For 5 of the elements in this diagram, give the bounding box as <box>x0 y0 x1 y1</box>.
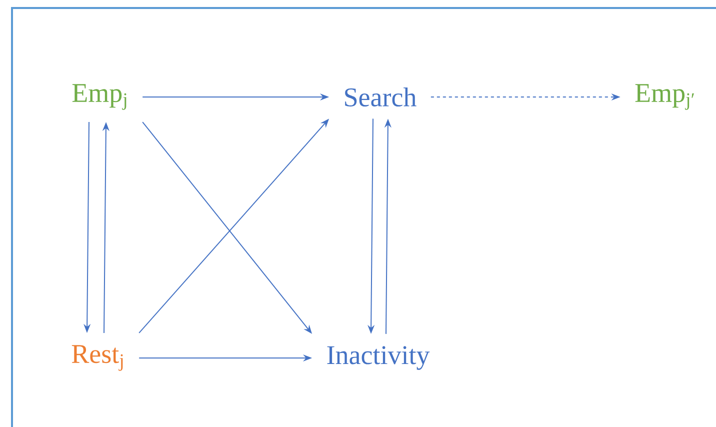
state-label: Inactivity <box>327 346 430 370</box>
state-label: Emp$_{j}$ <box>72 84 126 110</box>
state-label: Search <box>345 88 416 106</box>
state-label: Rest$_{j}$ <box>72 345 123 371</box>
state-label: Emp$_{j′}$ <box>635 84 694 110</box>
